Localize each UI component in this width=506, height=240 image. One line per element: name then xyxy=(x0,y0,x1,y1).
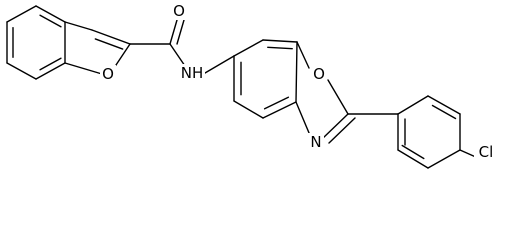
bond xyxy=(397,95,429,115)
double-bond-inner xyxy=(94,38,124,50)
bond xyxy=(321,113,349,140)
bond xyxy=(64,62,103,75)
double-bond-inner xyxy=(431,104,457,120)
chlorine-label: Cl xyxy=(479,143,494,161)
bond xyxy=(204,55,235,74)
bond xyxy=(427,149,461,169)
bond xyxy=(176,19,185,45)
bond xyxy=(35,5,66,23)
bond-layer xyxy=(6,5,479,169)
bond xyxy=(233,39,264,57)
bond xyxy=(113,43,131,69)
double-bond-inner xyxy=(39,57,62,71)
atom-label-layer: O O NH O N Cl xyxy=(100,2,498,161)
bond xyxy=(64,21,93,31)
furan-oxygen-label: O xyxy=(102,65,114,83)
structure-diagram: O O NH O N Cl xyxy=(6,2,498,169)
bond xyxy=(233,100,264,119)
oxazole-nitrogen-label: N xyxy=(310,133,321,151)
carbonyl-oxygen-label: O xyxy=(173,2,185,20)
bond xyxy=(262,101,297,119)
molecule-drawing: O O NH O N Cl xyxy=(6,2,498,169)
bond xyxy=(427,95,461,115)
bond xyxy=(35,62,66,80)
double-bond-inner xyxy=(39,14,62,28)
bond xyxy=(6,62,37,80)
double-bond-inner xyxy=(267,46,293,50)
bond xyxy=(296,41,310,69)
bond xyxy=(169,43,186,67)
bond xyxy=(327,79,349,115)
bond xyxy=(328,117,356,144)
oxazole-oxygen-label: O xyxy=(313,65,325,83)
bond xyxy=(295,41,298,103)
double-bond-inner xyxy=(401,144,425,160)
amide-nitrogen-label: NH xyxy=(181,64,204,82)
bond xyxy=(169,19,178,45)
bond xyxy=(262,39,298,43)
bond xyxy=(6,5,37,23)
bond xyxy=(91,29,131,45)
bond xyxy=(397,149,429,169)
double-bond-inner xyxy=(263,96,290,110)
